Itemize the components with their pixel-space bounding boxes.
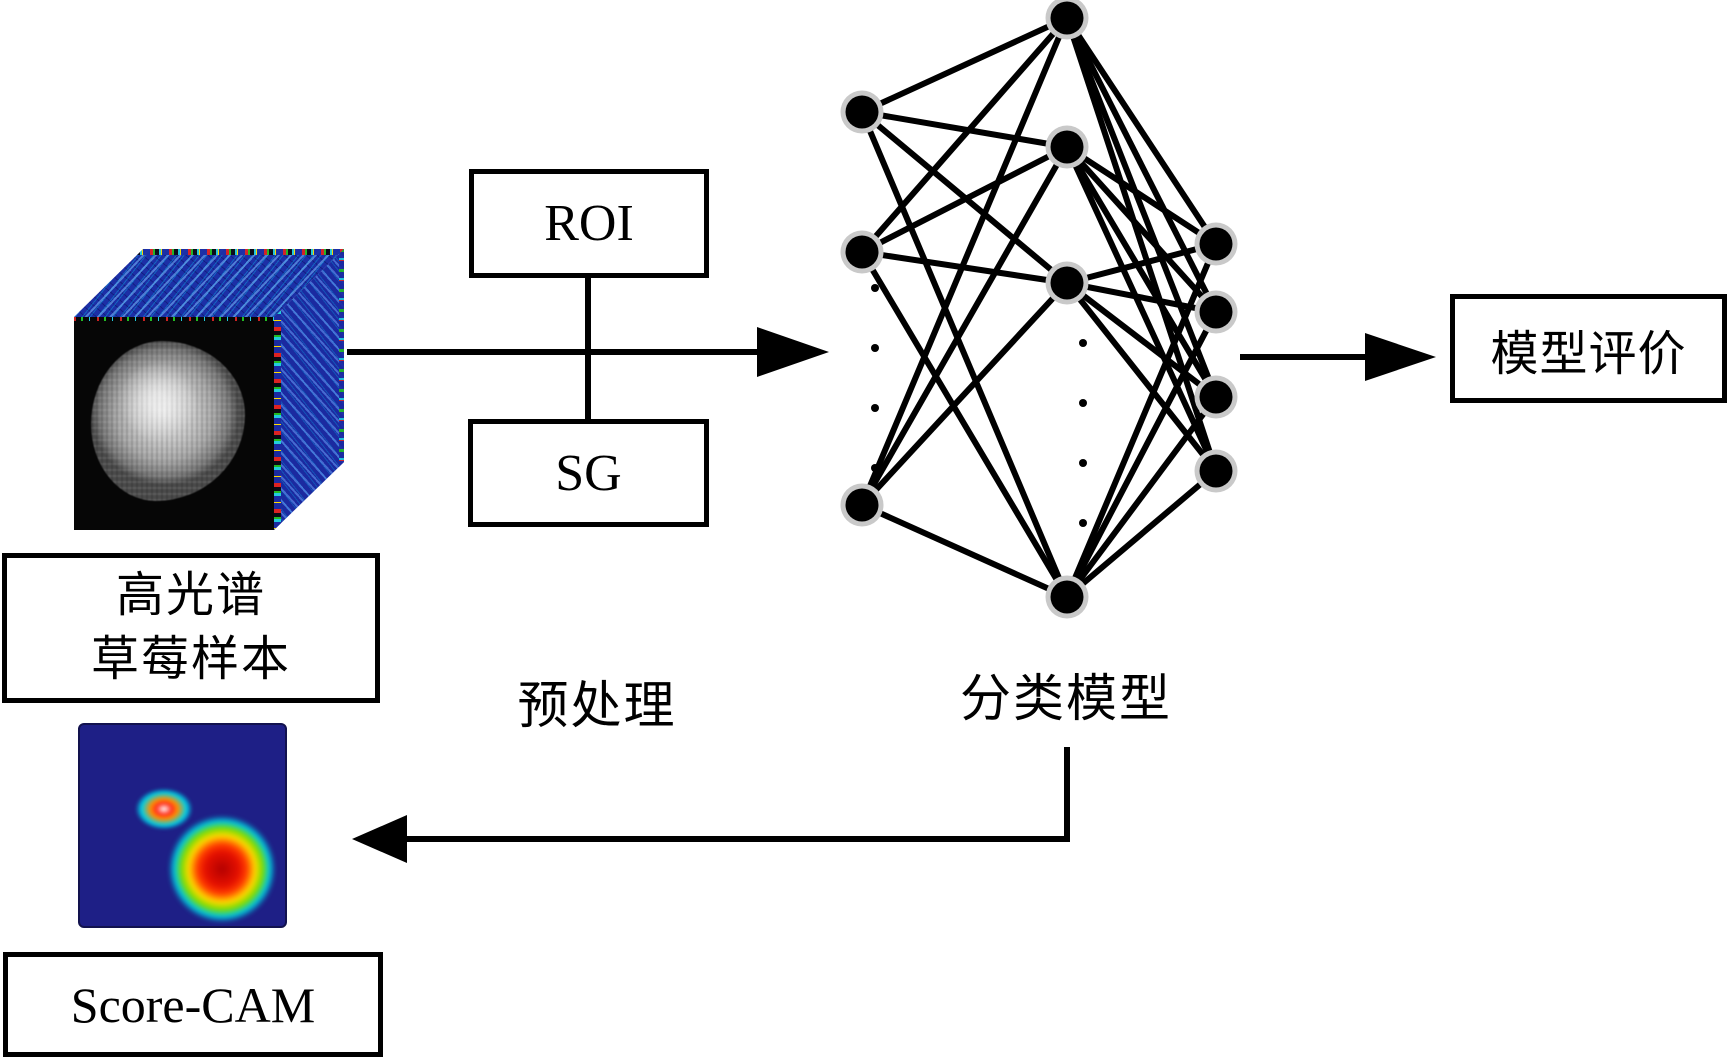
sample-label-box: 高光谱 草莓样本 <box>2 553 380 703</box>
nn-ellipsis-dot <box>871 344 879 352</box>
nn-node <box>1050 130 1084 164</box>
roi-box-label: ROI <box>544 195 634 252</box>
roi-box: ROI <box>469 169 709 278</box>
nn-ellipsis-dot <box>1079 399 1087 407</box>
nn-edge <box>859 110 1070 599</box>
nn-edge <box>1064 17 1219 472</box>
nn-edge <box>1065 280 1218 400</box>
nn-edge <box>1064 16 1219 399</box>
nn-edge <box>1065 468 1218 600</box>
nn-edge <box>859 145 1070 507</box>
nn-edge <box>861 109 1068 150</box>
heatmap-main-blob <box>158 805 285 926</box>
nn-edge <box>1066 241 1217 286</box>
nn-ellipsis-dot <box>1079 519 1087 527</box>
nn-ellipsis-dot <box>1079 339 1087 347</box>
scorecam-box-label: Score-CAM <box>70 976 316 1033</box>
cube-top-speckle-strip <box>74 249 344 255</box>
nn-edge <box>1064 145 1219 473</box>
arrow-cube-to-network-head <box>757 327 829 377</box>
arrow-feedback-path <box>404 747 1070 842</box>
nn-edge <box>1064 242 1219 599</box>
sample-label-line1: 高光谱 <box>115 569 266 622</box>
nn-edge <box>1064 395 1219 599</box>
nn-edge <box>1064 16 1219 314</box>
nn-edge <box>1065 144 1218 247</box>
evaluation-box: 模型评价 <box>1450 294 1727 403</box>
nn-node <box>845 488 879 522</box>
cube-right-edge-speckle-strip <box>274 249 281 530</box>
sg-box-label: SG <box>555 444 622 502</box>
nn-edge <box>859 16 1070 507</box>
nn-edge <box>859 250 1070 599</box>
nn-edge <box>859 280 1070 508</box>
nn-ellipsis-dot <box>871 404 879 412</box>
nn-node <box>1199 454 1233 488</box>
cube-front-speckle-strip <box>74 317 274 321</box>
nn-edge <box>860 502 1069 600</box>
preprocess-stage-label: 预处理 <box>517 679 677 735</box>
hyperspectral-cube-image <box>74 249 344 530</box>
nn-edge <box>1064 144 1219 315</box>
nn-node <box>1199 380 1233 414</box>
scorecam-heatmap-image <box>78 723 287 928</box>
nn-node <box>1050 266 1084 300</box>
sample-label-line2: 草莓样本 <box>90 633 291 686</box>
nn-edge <box>860 15 1069 115</box>
nn-node <box>1050 580 1084 614</box>
nn-ellipsis-dot <box>871 464 879 472</box>
arrow-feedback-head <box>352 815 407 863</box>
scorecam-label-box: Score-CAM <box>3 952 383 1057</box>
cube-far-edge-speckle-strip <box>339 249 344 530</box>
nn-node <box>1050 1 1084 35</box>
nn-edge <box>1064 310 1219 599</box>
nn-node <box>845 95 879 129</box>
sg-box: SG <box>468 419 709 527</box>
evaluation-box-label: 模型评价 <box>1490 327 1687 381</box>
nn-node <box>1199 227 1233 261</box>
cube-front-face <box>74 317 274 530</box>
nn-ellipsis-dot <box>1079 459 1087 467</box>
nn-node <box>845 235 879 269</box>
nn-ellipsis-dot <box>871 284 879 292</box>
nn-edge <box>1064 16 1219 246</box>
nn-edge <box>860 144 1069 255</box>
classifier-stage-label: 分类模型 <box>959 672 1172 728</box>
nn-edge <box>859 16 1070 254</box>
nn-node <box>1199 295 1233 329</box>
strawberry-grayscale-image <box>91 341 245 501</box>
arrow-network-to-eval-head <box>1365 333 1436 381</box>
nn-edge <box>1064 281 1219 473</box>
neural-network <box>840 0 1238 619</box>
